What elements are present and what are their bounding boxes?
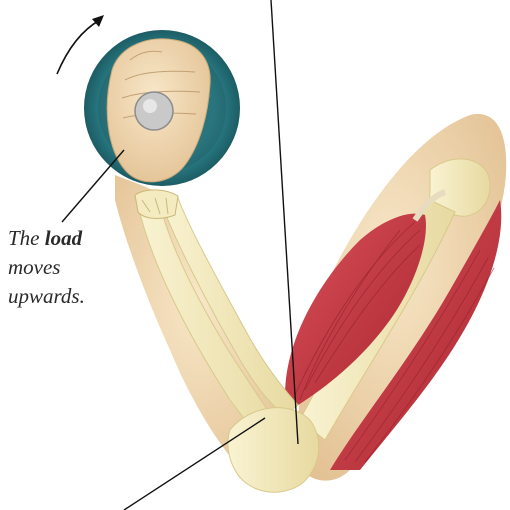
caption-prefix: The: [8, 226, 45, 250]
motion-arrow: [57, 20, 100, 74]
caption-line-2: moves: [8, 253, 128, 282]
elbow-joint: [228, 408, 319, 493]
caption-line-1: The load: [8, 224, 128, 253]
load-caption: The load moves upwards.: [8, 224, 128, 311]
caption-pointer-line: [62, 150, 124, 222]
caption-line-3: upwards.: [8, 282, 128, 311]
caption-bold-word: load: [45, 226, 82, 250]
arrow-head-icon: [92, 15, 104, 27]
